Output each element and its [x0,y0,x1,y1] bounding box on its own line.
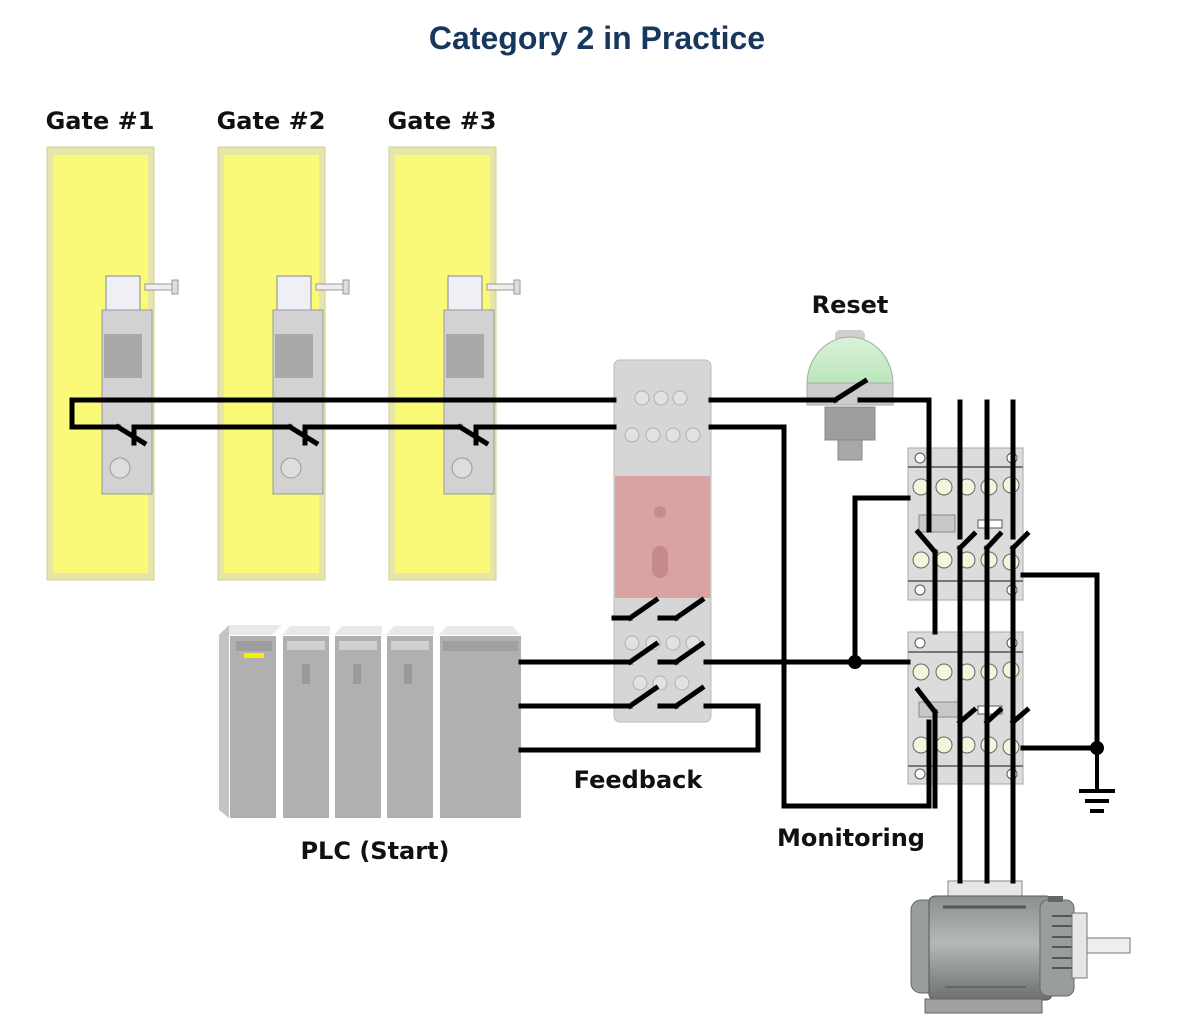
interlock-switch-3 [443,275,521,495]
junction-dot [1090,741,1104,755]
gate-1-label: Gate #1 [46,107,155,135]
junction-dot [848,655,862,669]
contactor-2 [907,631,1024,785]
reset-label: Reset [812,291,889,319]
plc-module [282,626,330,818]
feedback-label: Feedback [574,766,704,794]
plc-module [439,626,521,818]
safety-relay [613,359,712,723]
monitoring-label: Monitoring [777,824,925,852]
plc-module [334,626,382,818]
plc-module [386,626,434,818]
interlock-switch-2 [272,275,350,495]
reset-button [806,330,894,461]
plc-label: PLC (Start) [300,837,449,865]
contactor-1 [907,447,1024,601]
motor [910,880,1131,1014]
ground-icon [1079,748,1115,813]
gate-3-label: Gate #3 [388,107,497,135]
plc [219,625,521,818]
gate-2-label: Gate #2 [217,107,326,135]
interlock-switch-1 [101,275,179,495]
wiring [69,377,1104,884]
diagram-title: Category 2 in Practice [429,20,765,56]
